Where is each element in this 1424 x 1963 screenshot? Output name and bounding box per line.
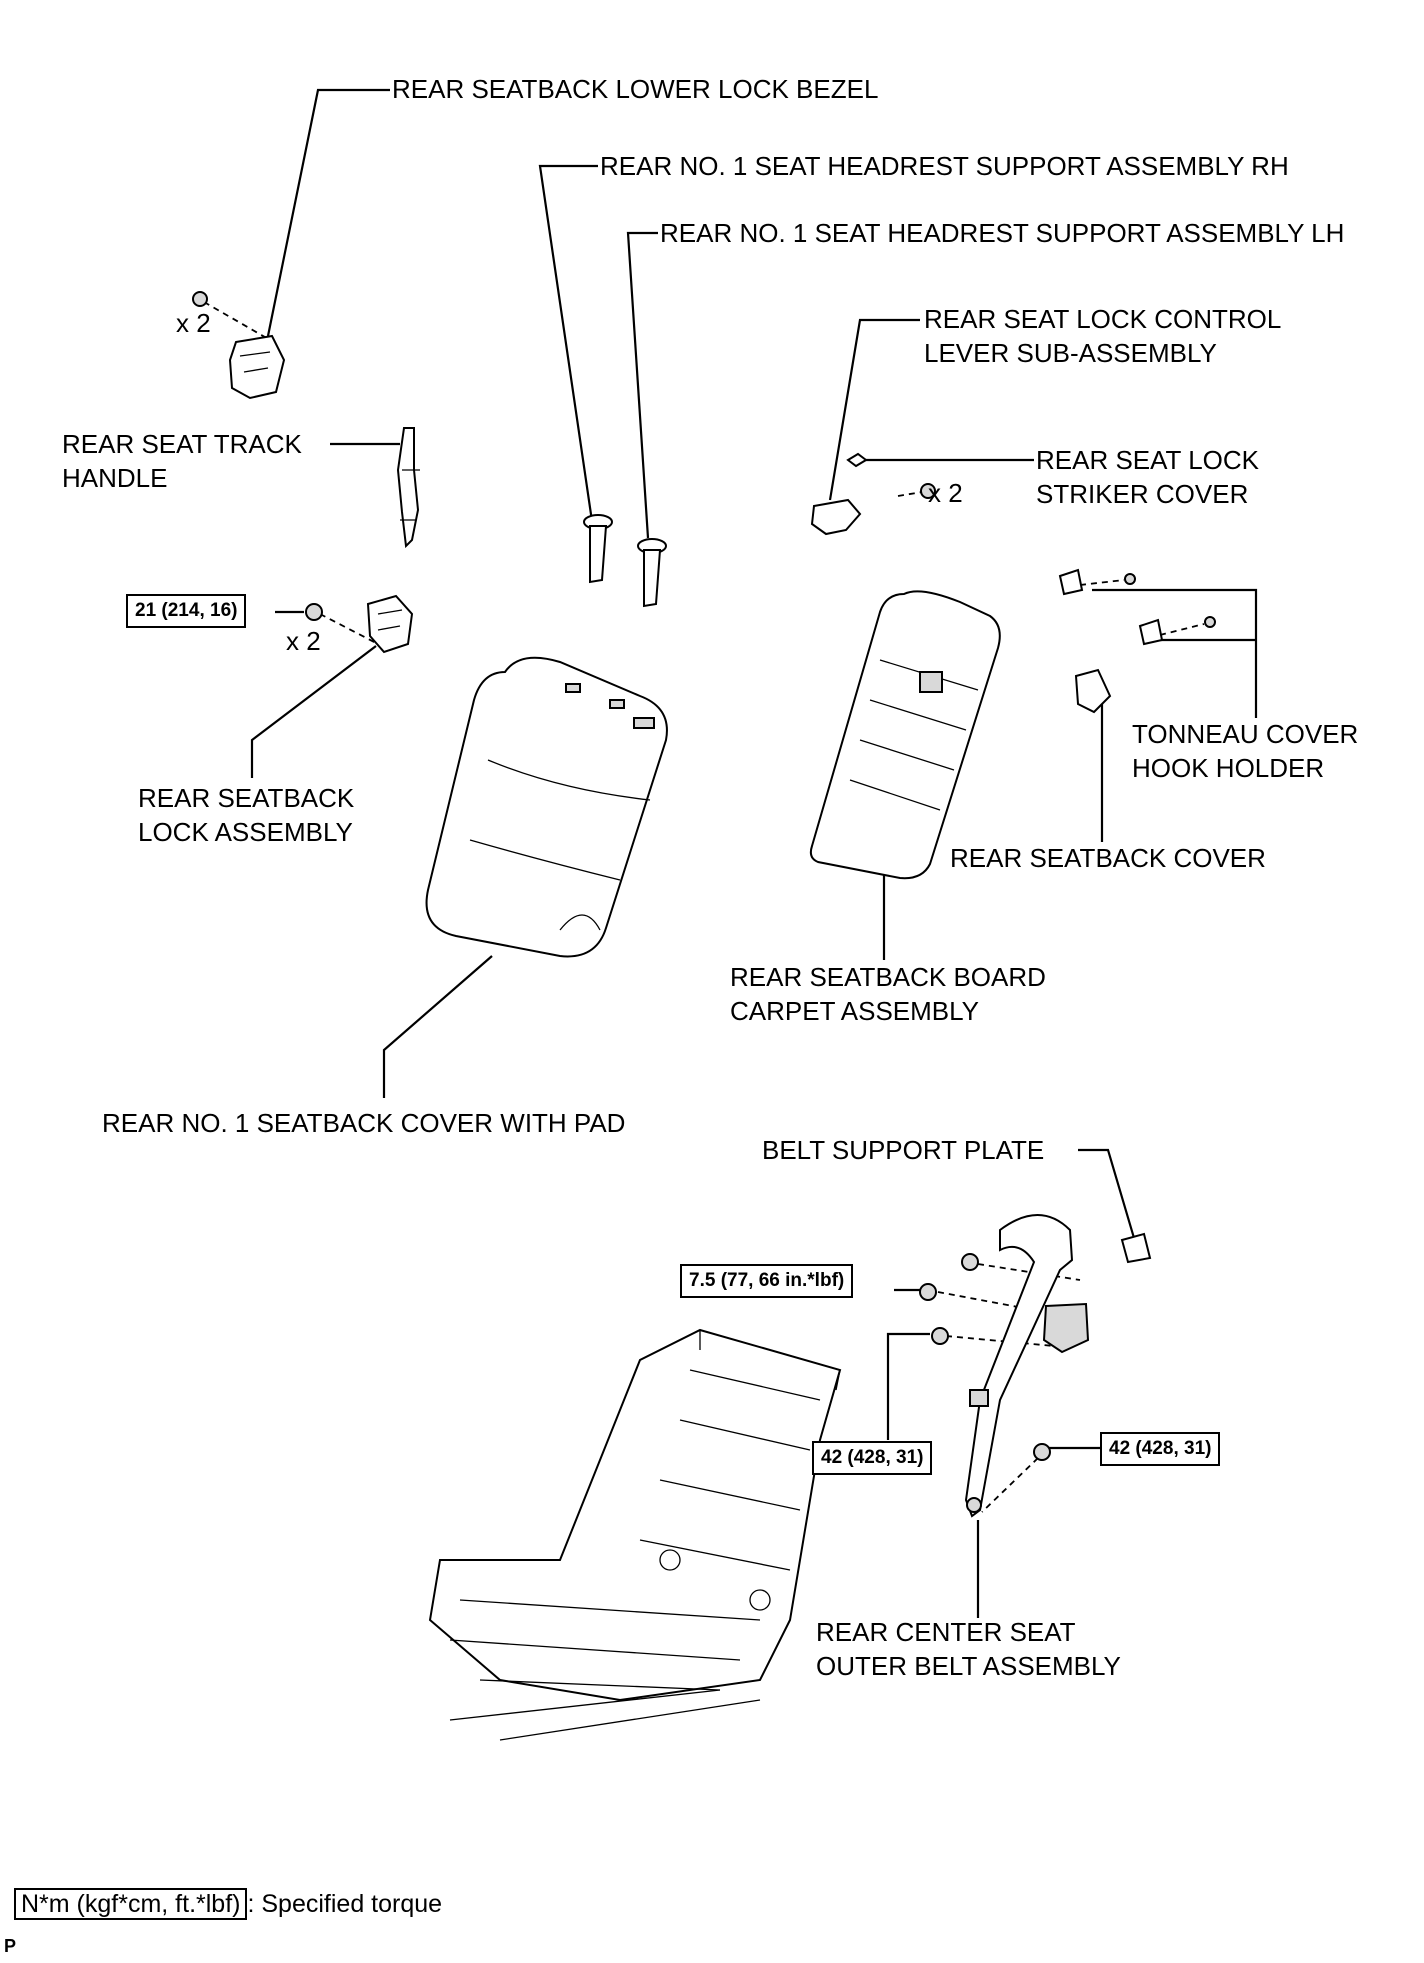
label-lock-striker-cover: REAR SEAT LOCK STRIKER COVER — [1036, 445, 1259, 509]
bezel-screw — [192, 291, 208, 307]
label-outer-belt: REAR CENTER SEAT OUTER BELT ASSEMBLY — [816, 1617, 1121, 1681]
label-seat-track-handle: REAR SEAT TRACK HANDLE — [62, 429, 302, 493]
label-board-carpet: REAR SEATBACK BOARD CARPET ASSEMBLY — [730, 962, 1046, 1026]
label-headrest-support-rh: REAR NO. 1 SEAT HEADREST SUPPORT ASSEMBL… — [600, 151, 1289, 181]
torque-legend: N*m (kgf*cm, ft.*lbf): Specified torque — [14, 1886, 442, 1922]
label-seatback-cover: REAR SEATBACK COVER — [950, 843, 1266, 873]
qty-lock-bolts: x 2 — [286, 626, 321, 656]
lever-screw — [920, 483, 936, 499]
striker-cover-part — [846, 452, 868, 468]
lock-control-lever-part — [810, 498, 862, 536]
label-seatback-lock-assembly: REAR SEATBACK LOCK ASSEMBLY — [138, 783, 355, 847]
torque-belt-bolt-upper: 7.5 (77, 66 in.*lbf) — [680, 1264, 854, 1298]
seatback-board-carpet-part — [809, 590, 1001, 880]
headrest-support-rh-part — [583, 514, 613, 584]
qty-lever-screws: x 2 — [928, 478, 963, 508]
label-tonneau-hook-holder: TONNEAU COVER HOOK HOLDER — [1132, 719, 1359, 783]
belt-nut — [931, 1327, 949, 1345]
belt-bolt-lower — [1033, 1443, 1051, 1461]
torque-belt-bolt-lower: 42 (428, 31) — [1100, 1432, 1221, 1466]
outer-belt-assembly-part — [964, 1214, 1090, 1518]
seatback-cover-part — [1074, 668, 1112, 714]
belt-bolt-upper — [961, 1253, 979, 1271]
tonneau-hook-holder-part — [1058, 568, 1216, 646]
torque-lock-bolt: 21 (214, 16) — [126, 594, 247, 628]
legend-unit-box: N*m (kgf*cm, ft.*lbf) — [14, 1888, 248, 1920]
seat-track-handle-part — [396, 427, 420, 549]
corner-mark: P — [4, 1936, 17, 1956]
qty-bezel-screws: x 2 — [176, 308, 211, 338]
seat-frame-part — [428, 1328, 842, 1741]
lock-bolt — [305, 603, 323, 621]
torque-belt-nut: 42 (428, 31) — [812, 1441, 933, 1475]
label-belt-support-plate: BELT SUPPORT PLATE — [762, 1135, 1045, 1165]
fastener-paths — [203, 301, 1205, 1513]
seatback-cover-with-pad-part — [425, 656, 668, 958]
leader-lines — [250, 88, 1258, 1618]
legend-text: : Specified torque — [247, 1890, 443, 1918]
headrest-support-lh-part — [637, 538, 667, 608]
label-lock-control-lever: REAR SEAT LOCK CONTROL LEVER SUB-ASSEMBL… — [924, 304, 1282, 368]
belt-support-plate-part — [1120, 1232, 1152, 1264]
belt-bolt-torque — [919, 1283, 937, 1301]
lower-lock-bezel-part — [228, 334, 286, 400]
label-seatback-cover-pad: REAR NO. 1 SEATBACK COVER WITH PAD — [102, 1108, 626, 1138]
seatback-lock-assembly-part — [366, 594, 414, 654]
label-headrest-support-lh: REAR NO. 1 SEAT HEADREST SUPPORT ASSEMBL… — [660, 218, 1345, 248]
label-lower-lock-bezel: REAR SEATBACK LOWER LOCK BEZEL — [392, 74, 879, 104]
